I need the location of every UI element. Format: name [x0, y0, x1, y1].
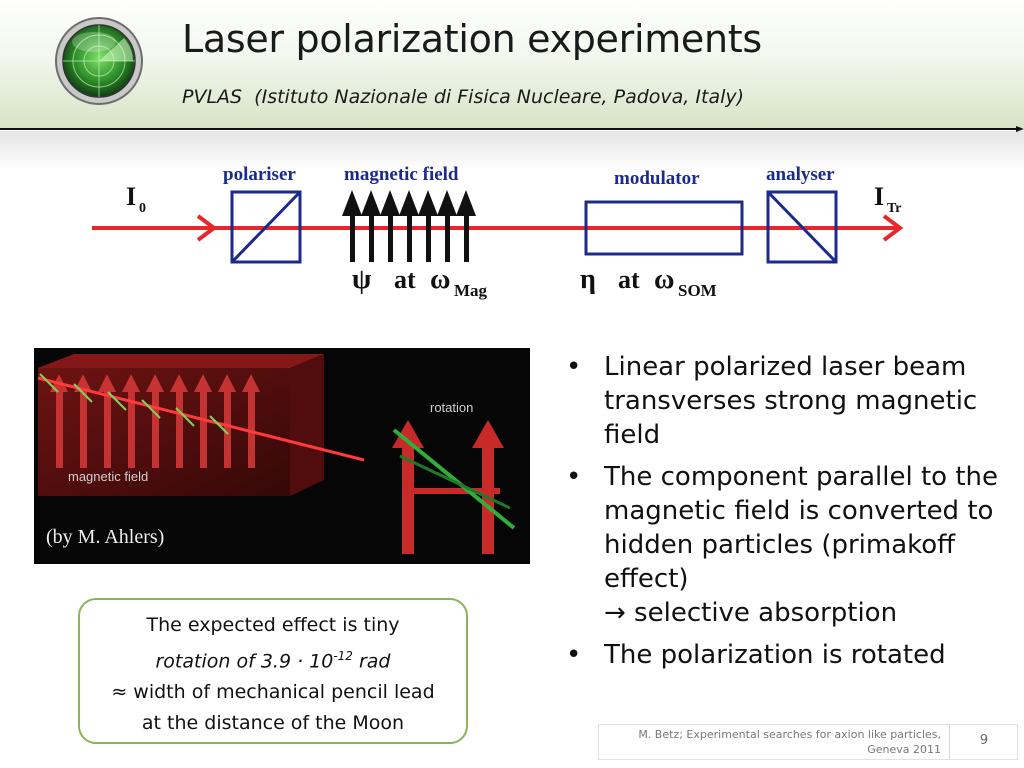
page-number: 9 [979, 733, 989, 748]
modulator-box [584, 200, 744, 256]
bullet-item: •The component parallel to the magnetic … [566, 462, 998, 628]
footer-citation: M. Betz; Experimental searches for axion… [638, 728, 941, 756]
footer-divider [949, 725, 950, 759]
radar-logo-icon [55, 17, 143, 105]
field-arrows [342, 190, 476, 262]
field-rotation-photo: magnetic field rotation (by M. Ahlers) [34, 348, 530, 564]
callout-line-3: ≈ width of mechanical pencil lead [111, 681, 435, 704]
polariser-label: polariser [223, 164, 296, 185]
callout-line-2: rotation of 3.9 · 10-12 rad [155, 649, 391, 673]
psi-symbol: ψ [352, 264, 371, 295]
photo-rotation-label: rotation [430, 400, 474, 415]
bullet-item: •Linear polarized laser beam transverses… [566, 352, 978, 450]
eta-symbol: η [580, 264, 596, 295]
polariser-diagonal [230, 190, 302, 264]
omega-sub-1: Mag [454, 281, 488, 300]
omega-sub-2: SOM [678, 281, 717, 300]
photo-credit: (by M. Ahlers) [46, 526, 165, 548]
input-intensity-sub: 0 [139, 201, 146, 216]
omega-symbol-2: ω [654, 264, 674, 295]
beam-arrowhead-1 [196, 214, 218, 242]
omega-symbol-1: ω [430, 264, 450, 295]
polariser-box [230, 190, 302, 264]
photo-magnetic-field-label: magnetic field [68, 469, 149, 484]
analyser-box [766, 190, 838, 264]
callout-line-4: at the distance of the Moon [141, 712, 405, 735]
header-shadow [0, 131, 1024, 171]
expected-effect-callout: The expected effect is tiny rotation of … [78, 598, 468, 744]
experiment-setup-diagram: I 0 I Tr polariser magnetic field ψ at ω… [92, 164, 904, 300]
bullet-dot-icon: • [566, 462, 582, 492]
callout-line-1: The expected effect is tiny [146, 614, 400, 636]
header-rule [0, 126, 1024, 132]
modulator-label: modulator [614, 168, 700, 189]
page-title: Laser polarization experiments [182, 17, 762, 61]
page-subtitle: PVLAS (Istituto Nazionale di Fisica Nucl… [182, 86, 745, 108]
slide-header [0, 0, 1024, 128]
output-intensity-label: I [874, 182, 884, 211]
at-label-2: at [618, 265, 640, 294]
arrow-right-icon: → [604, 598, 626, 628]
analyser-diagonal [766, 190, 838, 264]
at-label-1: at [394, 265, 416, 294]
analyser-label: analyser [766, 164, 835, 185]
slide-footer: M. Betz; Experimental searches for axion… [598, 724, 1018, 760]
input-intensity-label: I [126, 182, 136, 211]
bullet-dot-icon: • [566, 352, 582, 382]
bullet-item: •The polarization is rotated [566, 640, 946, 670]
bullet-dot-icon: • [566, 640, 582, 670]
output-intensity-sub: Tr [887, 201, 902, 216]
magnetic-field-label: magnetic field [344, 164, 459, 185]
bullet-list: •Linear polarized laser beam transverses… [560, 350, 1000, 680]
beam-arrowhead-2 [882, 214, 904, 242]
